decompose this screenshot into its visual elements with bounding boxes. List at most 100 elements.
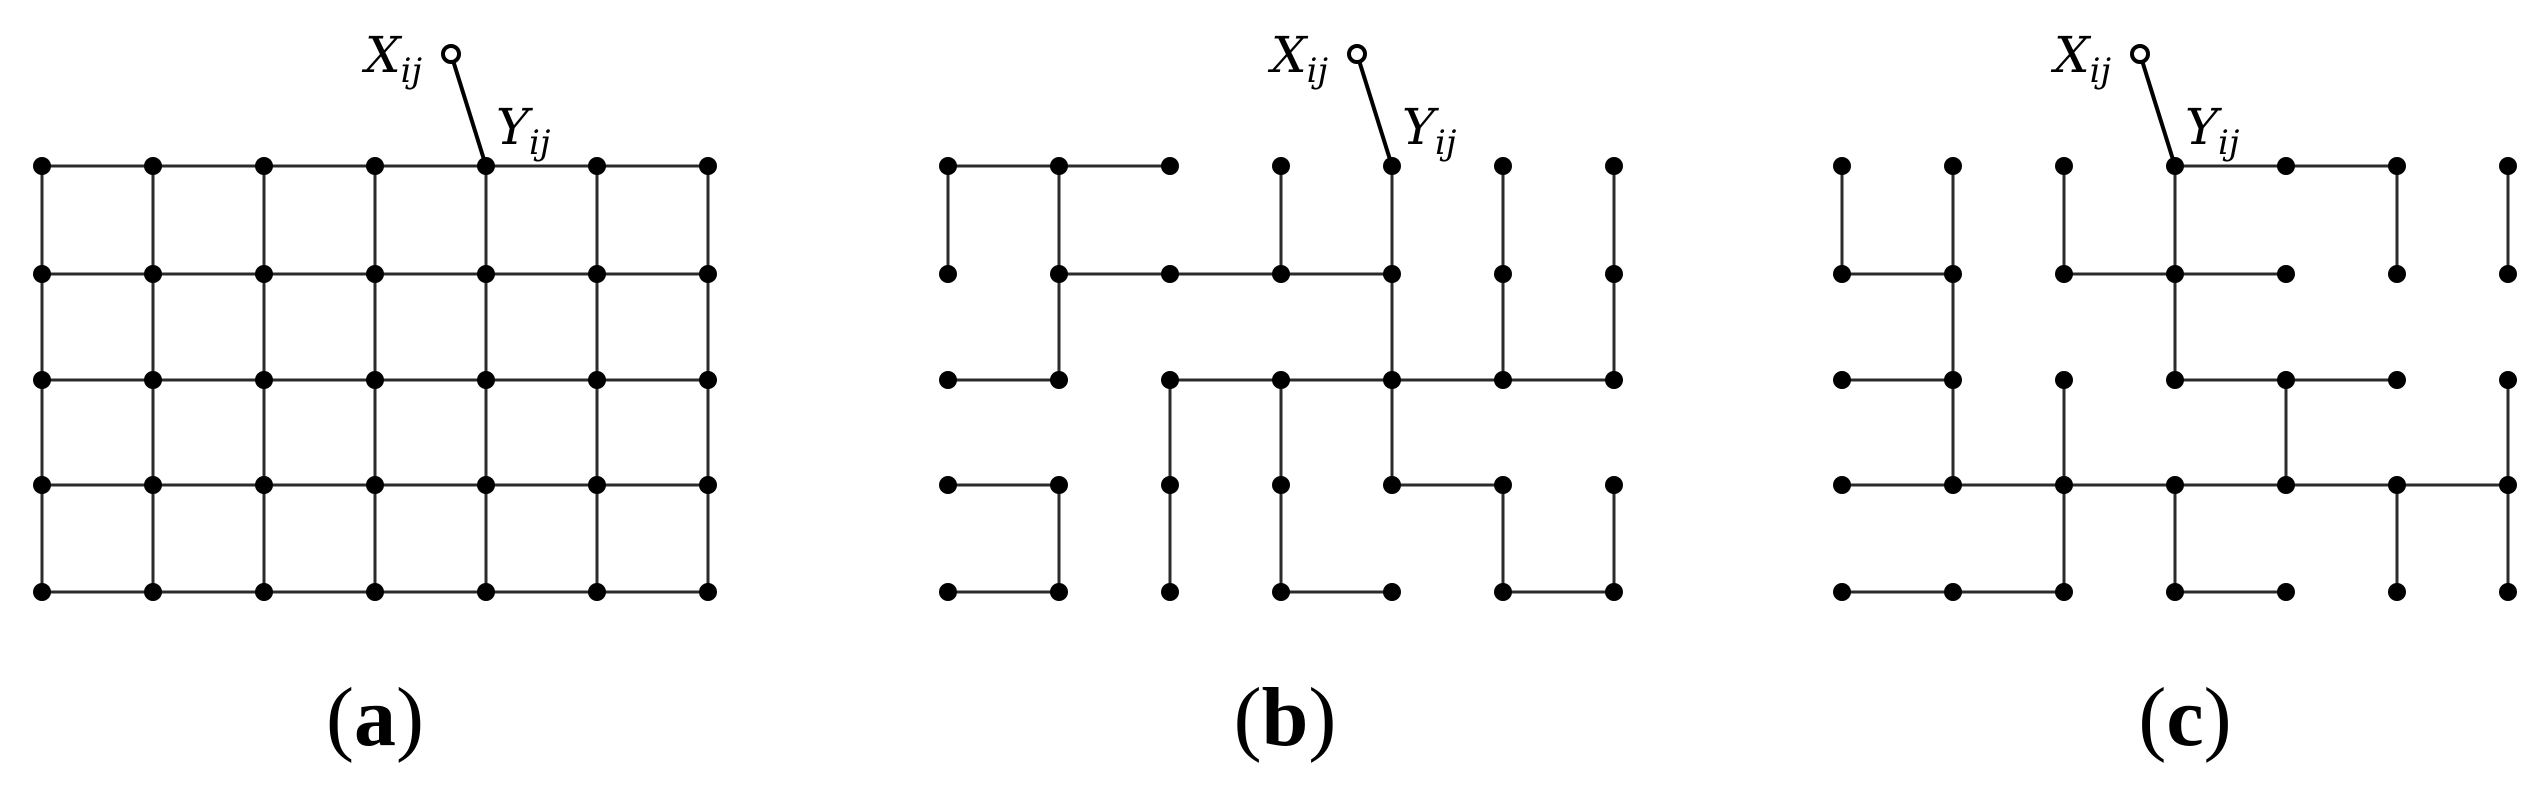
label-y-ij: Yij: [1402, 98, 1457, 163]
graph-node: [477, 583, 495, 601]
graph-node: [1494, 371, 1512, 389]
graph-node: [366, 265, 384, 283]
graph-node: [1944, 476, 1962, 494]
graph-node: [2499, 476, 2517, 494]
graph-node: [1944, 157, 1962, 175]
graph-node: [2166, 371, 2184, 389]
graph-node: [2055, 157, 2073, 175]
panel-caption-c: (c): [2138, 671, 2231, 764]
graph-node: [699, 371, 717, 389]
graph-node: [2166, 265, 2184, 283]
graph-node: [1494, 476, 1512, 494]
graph-node: [2166, 476, 2184, 494]
graph-node: [1383, 583, 1401, 601]
graph-node: [1272, 265, 1290, 283]
graph-node: [2499, 265, 2517, 283]
hidden-node: [441, 44, 461, 64]
graph-node: [2499, 157, 2517, 175]
graph-node: [1050, 265, 1068, 283]
graph-node: [1494, 157, 1512, 175]
graph-node: [1161, 157, 1179, 175]
graph-node: [2499, 371, 2517, 389]
graph-node: [2388, 157, 2406, 175]
graph-node: [255, 265, 273, 283]
graph-node: [2166, 583, 2184, 601]
hidden-node: [1347, 44, 1367, 64]
graph-node: [1833, 265, 1851, 283]
graph-node: [588, 371, 606, 389]
graph-node: [1833, 476, 1851, 494]
label-x-ij: Xij: [1267, 26, 1328, 91]
graph-node: [1272, 476, 1290, 494]
graph-node: [255, 476, 273, 494]
graph-node: [939, 265, 957, 283]
graph-node: [2277, 583, 2295, 601]
graph-node: [939, 157, 957, 175]
graph-node: [1944, 583, 1962, 601]
graph-node: [699, 157, 717, 175]
graph-node: [2055, 371, 2073, 389]
graph-node: [33, 371, 51, 389]
graph-node: [2388, 371, 2406, 389]
graph-node: [1050, 583, 1068, 601]
graph-node: [1605, 157, 1623, 175]
graph-node: [2277, 265, 2295, 283]
graph-node: [1605, 476, 1623, 494]
graph-node: [2055, 476, 2073, 494]
graph-node: [1605, 583, 1623, 601]
graph-node: [255, 157, 273, 175]
graph-node: [1383, 265, 1401, 283]
graph-node: [33, 157, 51, 175]
graph-node: [2277, 476, 2295, 494]
graph-node: [1605, 265, 1623, 283]
graph-node: [588, 157, 606, 175]
panel-caption-a: (a): [326, 671, 424, 764]
graph-node: [1383, 476, 1401, 494]
graph-node: [1833, 583, 1851, 601]
graph-node: [588, 583, 606, 601]
graph-node: [366, 583, 384, 601]
label-x-ij: Xij: [2050, 26, 2111, 91]
graph-node: [33, 265, 51, 283]
graph-node: [144, 371, 162, 389]
graph-node: [699, 265, 717, 283]
hidden-node: [2130, 44, 2150, 64]
graph-node: [939, 583, 957, 601]
graph-node: [255, 371, 273, 389]
graph-node: [144, 157, 162, 175]
graph-node: [2277, 157, 2295, 175]
graph-node: [2388, 583, 2406, 601]
graph-node: [699, 476, 717, 494]
graph-node: [2277, 371, 2295, 389]
graph-node: [1272, 157, 1290, 175]
graph-node: [939, 371, 957, 389]
graph-node: [144, 583, 162, 601]
graph-node: [1161, 583, 1179, 601]
graph-node: [1050, 157, 1068, 175]
graph-node: [144, 476, 162, 494]
graph-node: [588, 476, 606, 494]
graph-node: [1383, 371, 1401, 389]
graph-node: [1050, 371, 1068, 389]
graph-node: [2055, 265, 2073, 283]
graph-node: [2388, 265, 2406, 283]
graph-node: [255, 583, 273, 601]
graph-node: [2499, 583, 2517, 601]
graph-node: [144, 265, 162, 283]
graph-node: [477, 265, 495, 283]
graph-node: [1605, 371, 1623, 389]
graph-node: [1494, 265, 1512, 283]
node-tether: [2138, 53, 2177, 167]
graph-node: [366, 371, 384, 389]
graph-node: [1833, 371, 1851, 389]
graph-node: [477, 371, 495, 389]
graph-node: [1272, 583, 1290, 601]
graph-node: [1161, 476, 1179, 494]
graph-node: [1050, 476, 1068, 494]
graph-node: [1161, 265, 1179, 283]
graph-node: [1272, 371, 1290, 389]
graph-node: [33, 583, 51, 601]
